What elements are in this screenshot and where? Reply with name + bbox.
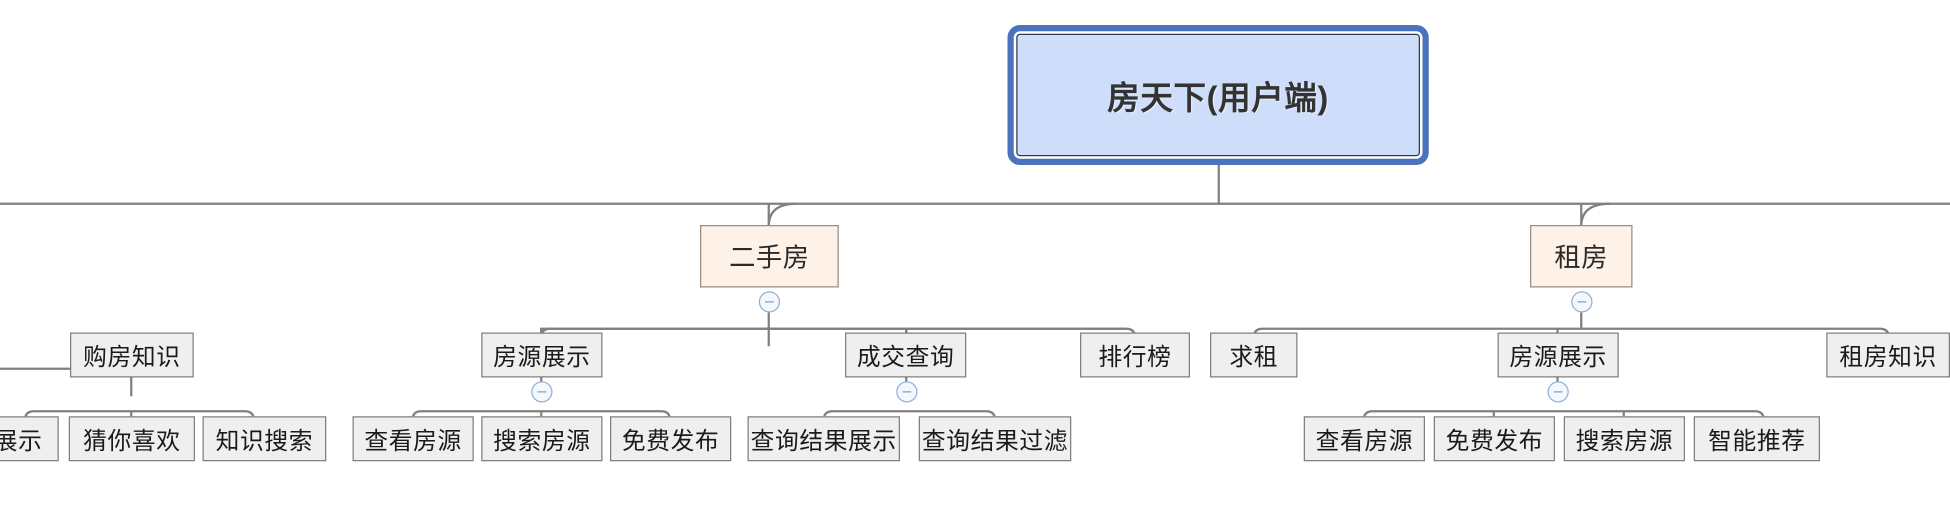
node-ershoufang[interactable]: 二手房 <box>700 225 839 288</box>
node-sousuofangyuan-ershoufang[interactable]: 搜索房源 <box>481 416 603 462</box>
node-fangyuanzhanshi-zufang[interactable]: 房源展示 <box>1497 332 1619 378</box>
collapse-toggle-chengjiaochaxun[interactable] <box>896 381 918 403</box>
node-root[interactable]: 房天下(用户端) <box>1007 25 1429 165</box>
minus-icon <box>902 390 912 393</box>
node-sousuofangyuan-zufang[interactable]: 搜索房源 <box>1563 416 1685 462</box>
node-cainixihuan[interactable]: 猜你喜欢 <box>68 416 195 462</box>
node-chakanfangyuan-ershoufang[interactable]: 查看房源 <box>352 416 474 462</box>
node-zhinengtuijian[interactable]: 智能推荐 <box>1693 416 1820 462</box>
node-paihangbang[interactable]: 排行榜 <box>1080 332 1190 378</box>
node-zufang[interactable]: 租房 <box>1530 225 1633 288</box>
node-qiuzu[interactable]: 求租 <box>1210 332 1298 378</box>
node-zhanshi-clipped[interactable]: 展示 <box>0 416 59 462</box>
node-zhishisousuo[interactable]: 知识搜索 <box>202 416 327 462</box>
minus-icon <box>537 390 547 393</box>
collapse-toggle-ershoufang[interactable] <box>758 291 780 313</box>
node-chaxunjieguoguolv[interactable]: 查询结果过滤 <box>918 416 1072 462</box>
node-mianfeifabu-ershoufang[interactable]: 免费发布 <box>610 416 732 462</box>
minus-icon <box>1577 300 1587 303</box>
node-goufangzhishi[interactable]: 购房知识 <box>70 332 194 378</box>
node-fangyuanzhanshi-ershoufang[interactable]: 房源展示 <box>481 332 603 378</box>
node-mianfeifabu-zufang[interactable]: 免费发布 <box>1433 416 1555 462</box>
node-chengjiaochaxun[interactable]: 成交查询 <box>845 332 967 378</box>
node-zufangzhishi[interactable]: 租房知识 <box>1826 332 1950 378</box>
minus-icon <box>765 300 774 303</box>
node-chaxunjieguozhanshi[interactable]: 查询结果展示 <box>747 416 900 462</box>
collapse-toggle-zufang[interactable] <box>1571 291 1593 313</box>
node-chakanfangyuan-zufang[interactable]: 查看房源 <box>1303 416 1425 462</box>
collapse-toggle-fangyuanzhanshi-ershoufang[interactable] <box>531 381 553 403</box>
collapse-toggle-fangyuanzhanshi-zufang[interactable] <box>1547 381 1569 403</box>
minus-icon <box>1553 390 1563 393</box>
